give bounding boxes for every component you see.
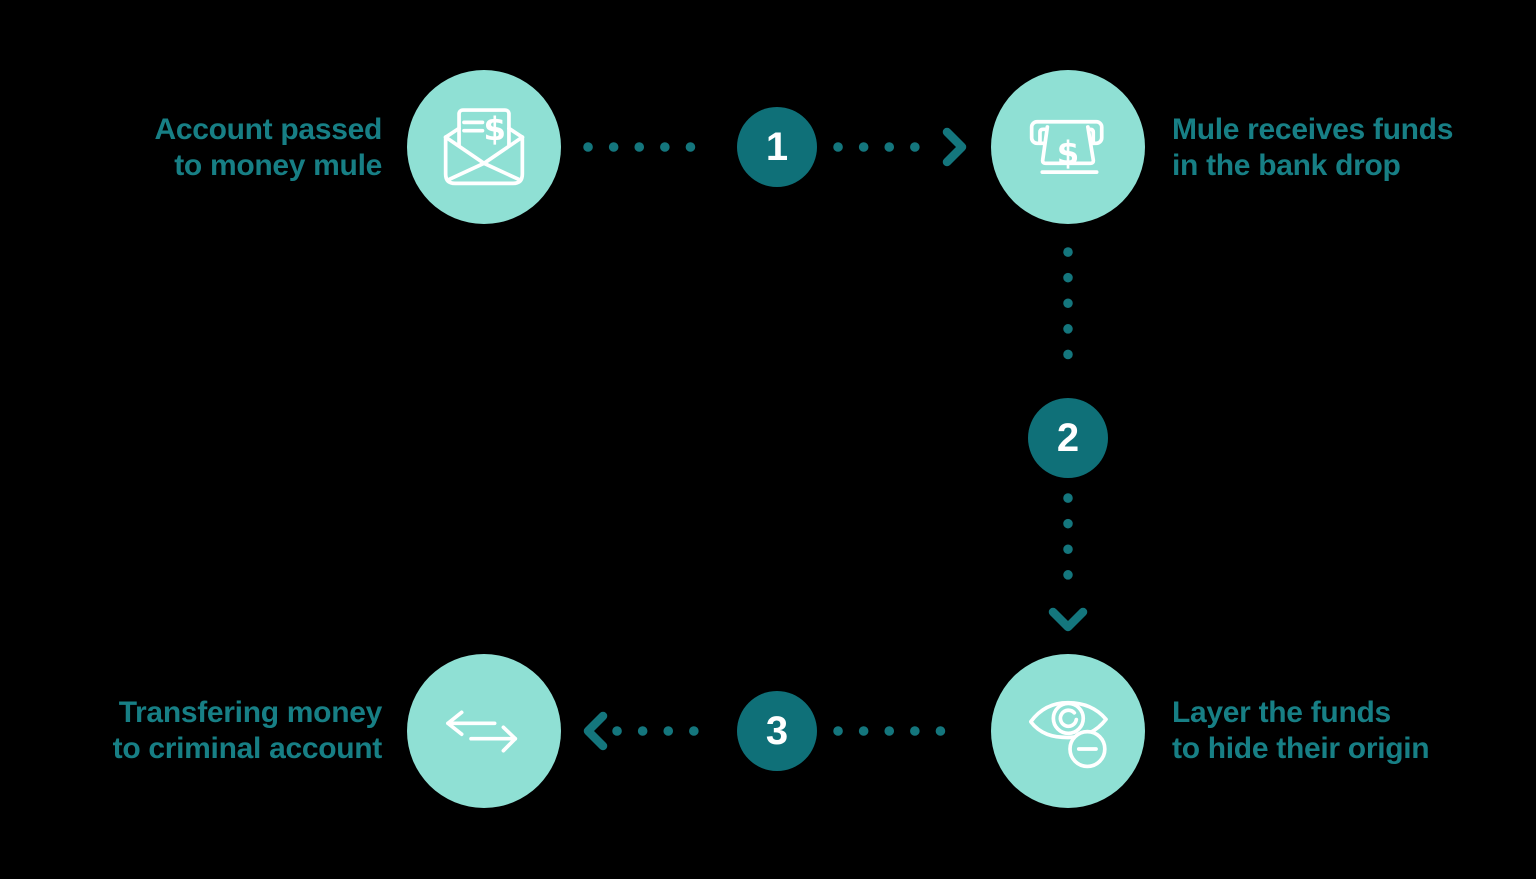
label-account-passed: Account passed to money mule [42, 112, 382, 184]
node-criminal-account [407, 654, 561, 808]
label-line: to criminal account [112, 732, 383, 765]
step-badge-1: 1 [737, 107, 817, 187]
label-line: to money mule [174, 149, 382, 182]
step-number: 2 [1056, 416, 1080, 460]
arrow-right-icon [942, 127, 967, 167]
label-criminal-account: Transfering money to criminal account [42, 695, 383, 767]
step-badge-3: 3 [737, 691, 817, 771]
label-layer-funds: Layer the funds to hide their origin [1172, 695, 1536, 767]
arrow-down-icon [1048, 607, 1088, 632]
step-number: 1 [765, 125, 789, 169]
transfer-arrows-icon [446, 710, 518, 753]
label-line: Account passed [154, 113, 382, 146]
hidden-eye-icon [1028, 700, 1108, 769]
dollar-glyph: $ [1057, 134, 1080, 172]
step-badge-2: 2 [1028, 398, 1108, 478]
atm-cash-icon: $ [1029, 119, 1104, 174]
arrow-left-icon [583, 711, 608, 751]
label-line: Mule receives funds [1172, 113, 1454, 146]
node-account-passed: $ [407, 70, 561, 224]
label-line: to hide their origin [1172, 732, 1430, 765]
dollar-glyph: $ [484, 110, 507, 148]
node-bank-drop: $ [991, 70, 1145, 224]
label-line: Transfering money [118, 696, 383, 729]
label-bank-drop: Mule receives funds in the bank drop [1172, 112, 1536, 184]
step-number: 3 [765, 709, 789, 753]
label-line: Layer the funds [1172, 696, 1391, 729]
label-line: in the bank drop [1172, 149, 1401, 182]
node-layer-funds [991, 654, 1145, 808]
envelope-invoice-icon: $ [443, 108, 525, 186]
